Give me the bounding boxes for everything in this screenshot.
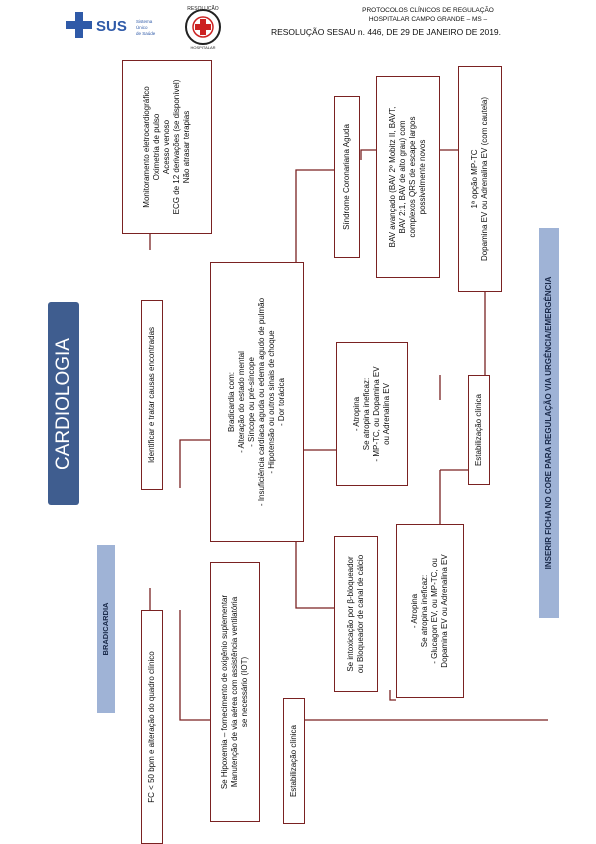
bradycardia-symptoms-box: Bradicardia com: - Alteração do estado m… — [210, 262, 304, 542]
bradycardia-band: BRADICARDIA — [97, 545, 115, 713]
svg-text:de Saúde: de Saúde — [136, 31, 156, 36]
svg-text:SUS: SUS — [96, 18, 127, 35]
acute-coronary-syndrome-box: Síndrome Coronariana Aguda — [334, 96, 360, 258]
identify-causes-box: Identificar e tratar causas encontradas — [141, 300, 163, 490]
regulation-seal-logo: RESOLUÇÃO HOSPITALAR — [178, 4, 228, 55]
insert-form-band: INSERIR FICHA NO CORE PARA REGULAÇÃO VIA… — [539, 228, 559, 618]
hypoxemia-box: Se Hipoxemia – fornecimento de oxigênio … — [210, 562, 260, 822]
svg-text:Único: Único — [136, 24, 148, 30]
advanced-av-block-box: BAV avançado (BAV 2º Mobitz II, BAVT, BA… — [376, 76, 440, 278]
protocol-title: PROTOCOLOS CLÍNICOS DE REGULAÇÃO HOSPITA… — [362, 7, 494, 23]
cross-icon — [66, 12, 92, 38]
intoxication-box: Se intoxicação por β-bloqueador ou Bloqu… — [334, 536, 378, 692]
svg-text:Sistema: Sistema — [136, 19, 153, 24]
stabilization-box-2: Estabilização clínica — [468, 375, 490, 485]
monitoring-box: Monitoramento eletrocardiográfico Oximet… — [122, 60, 212, 234]
cardiology-band: CARDIOLOGIA — [48, 302, 79, 505]
svg-text:HOSPITALAR: HOSPITALAR — [190, 45, 215, 50]
atropine-glucagon-box: - Atropina Se atropina ineficaz: - Gluca… — [396, 524, 464, 698]
svg-text:RESOLUÇÃO: RESOLUÇÃO — [187, 5, 219, 12]
stabilization-box-1: Estabilização clínica — [283, 698, 305, 824]
atropine-box: - Atropina Se atropina ineficaz: - MP-TC… — [336, 342, 408, 486]
first-option-box: 1ª opção MP-TC Dopamina EV ou Adrenalina… — [458, 66, 502, 292]
sus-logo: SUS Sistema Único de Saúde — [64, 10, 164, 45]
resolution-line: RESOLUÇÃO SESAU n. 446, DE 29 DE JANEIRO… — [270, 27, 502, 37]
entry-criteria-box: FC < 50 bpm e alteração do quadro clínic… — [141, 610, 163, 844]
